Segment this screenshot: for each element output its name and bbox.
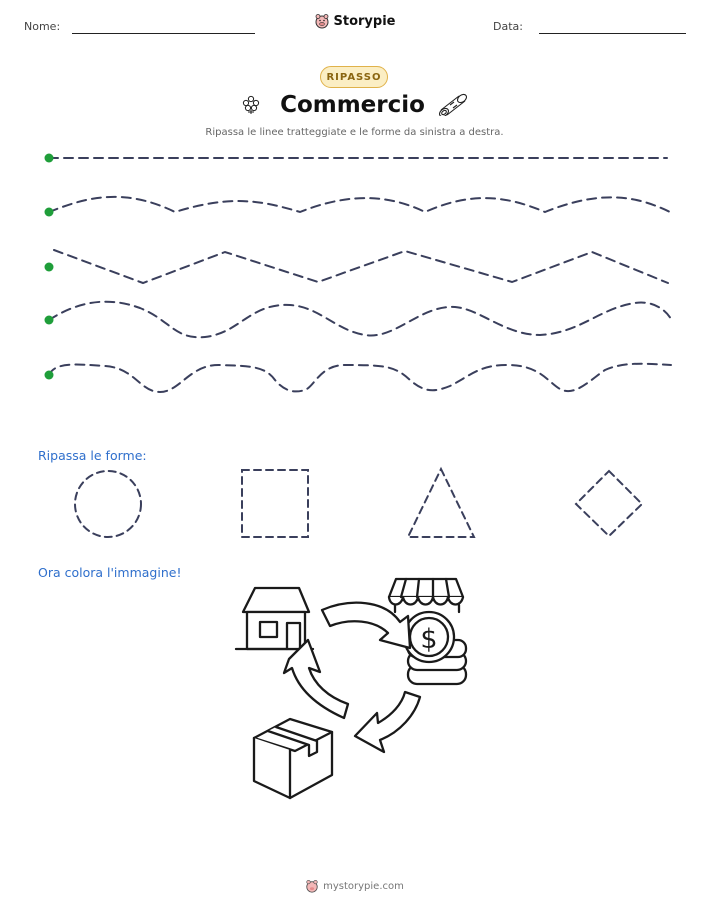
trace-start-dot — [44, 370, 54, 380]
shapes-section-label: Ripassa le forme: — [38, 448, 147, 463]
trace-line-zigzag[interactable] — [53, 249, 669, 285]
name-field[interactable] — [72, 33, 255, 34]
brand-header: Storypie — [0, 13, 709, 29]
trace-start-dot — [44, 207, 54, 217]
house-icon[interactable] — [234, 586, 315, 651]
trace-shape-circle[interactable] — [74, 470, 142, 538]
footer-url[interactable]: mystorypie.com — [323, 880, 404, 892]
review-badge: RIPASSO — [320, 66, 388, 88]
name-label: Nome: — [24, 20, 61, 33]
pig-mascot-icon — [315, 14, 328, 29]
trace-start-dot — [44, 315, 54, 325]
date-field[interactable] — [539, 33, 686, 34]
page-title: Commercio — [0, 92, 709, 118]
coins-icon[interactable]: $ — [402, 610, 468, 686]
trace-shape-triangle[interactable] — [406, 466, 476, 538]
trace-shape-diamond[interactable] — [574, 469, 644, 538]
flowers-icon — [242, 95, 260, 114]
trace-start-dot — [44, 262, 54, 272]
svg-text:$: $ — [420, 624, 437, 655]
trace-line-wave[interactable] — [48, 300, 673, 339]
wood-log-icon — [438, 93, 467, 118]
cycle-arrows-icon[interactable] — [282, 601, 422, 754]
trace-start-dot — [44, 153, 54, 163]
trace-line-gentle-wave[interactable] — [48, 195, 671, 214]
brand-name: Storypie — [333, 13, 396, 29]
coloring-section-label: Ora colora l'immagine! — [38, 565, 182, 580]
market-stall-icon[interactable] — [387, 577, 465, 614]
box-icon[interactable] — [252, 717, 334, 800]
pig-mascot-icon — [306, 879, 318, 893]
trace-shape-square[interactable] — [241, 469, 309, 538]
title-text: Commercio — [280, 92, 425, 118]
date-label: Data: — [493, 20, 523, 33]
trace-line-bumpy-wave[interactable] — [48, 362, 672, 394]
instructions: Ripassa le linee tratteggiate e le forme… — [205, 127, 504, 138]
footer: mystorypie.com — [0, 879, 709, 893]
